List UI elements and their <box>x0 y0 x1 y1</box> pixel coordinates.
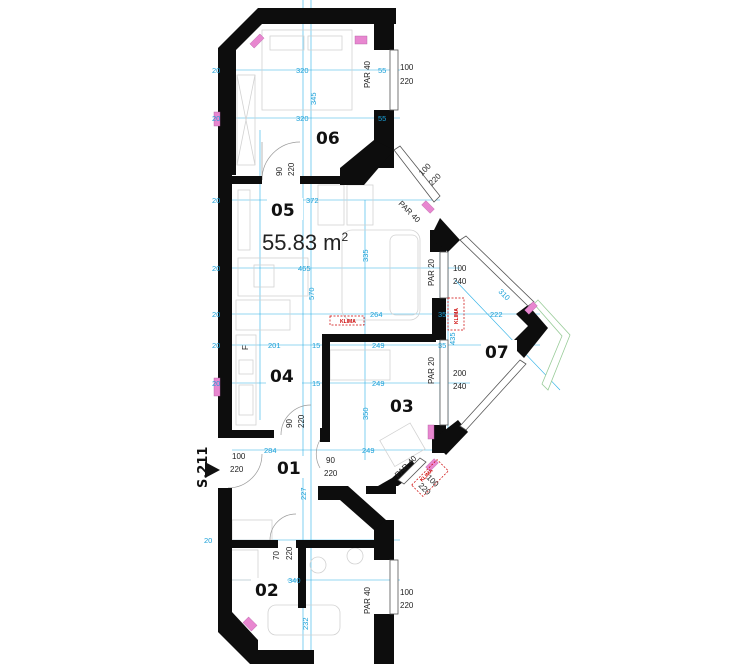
door-width-label: 90 <box>275 167 284 176</box>
dim-label: 350 <box>361 407 370 420</box>
dim-label: 335 <box>361 249 370 262</box>
dim-label: 264 <box>370 310 383 319</box>
room-numbers: 06 05 04 03 07 01 02 <box>251 126 517 601</box>
room-number-06: 06 <box>316 129 340 149</box>
klima-label: KLIMA <box>454 308 460 324</box>
dim-label: 320 <box>296 66 309 75</box>
window-width-label: 100 <box>400 63 414 72</box>
dim-label: 249 <box>362 446 375 455</box>
fixture-label: F <box>241 345 250 350</box>
dim-label: 249 <box>372 379 385 388</box>
door-labels: 90 220 90 220 90 220 100 220 70 220 <box>230 162 338 560</box>
dim-label: 55 <box>378 114 386 123</box>
door-height-label: 220 <box>297 414 306 428</box>
dim-label: 465 <box>298 264 311 273</box>
klima-label: KLIMA <box>340 319 356 325</box>
dim-label: 20 <box>212 114 220 123</box>
dim-label: 435 <box>448 332 457 345</box>
window-par-label: PAR 40 <box>363 60 372 88</box>
window-par-label: PAR 40 <box>397 199 423 225</box>
window-height-label: 220 <box>400 601 414 610</box>
dim-label: 35 <box>438 310 446 319</box>
room-number-05: 05 <box>271 201 295 221</box>
dim-label: 20 <box>212 196 220 205</box>
dim-label: 310 <box>497 287 512 302</box>
door-height-label: 220 <box>287 162 296 176</box>
window-height-label: 240 <box>453 382 467 391</box>
door-height-label: 220 <box>324 469 338 478</box>
dim-label: 232 <box>301 617 310 630</box>
dim-label: 345 <box>309 92 318 105</box>
dim-label: 20 <box>212 341 220 350</box>
dim-label: 320 <box>296 114 309 123</box>
dim-label: 570 <box>307 287 316 300</box>
window-width-label: 100 <box>400 588 414 597</box>
dim-label: 20 <box>212 310 220 319</box>
dim-label: 222 <box>490 310 503 319</box>
dim-label: 372 <box>306 196 319 205</box>
furniture <box>227 29 426 636</box>
dim-label: 227 <box>299 487 308 500</box>
room-number-04: 04 <box>270 367 294 387</box>
dim-label: 35 <box>438 341 446 350</box>
room-number-03: 03 <box>390 397 414 417</box>
room-number-07: 07 <box>485 343 509 363</box>
window-height-label: 240 <box>453 277 467 286</box>
room-number-01: 01 <box>277 459 301 479</box>
window-par-label: PAR 40 <box>363 586 372 614</box>
floor-area: 55.83 m2 <box>262 230 349 255</box>
dim-label: 20 <box>204 536 212 545</box>
dim-label: 20 <box>212 66 220 75</box>
window-width-label: 100 <box>453 264 467 273</box>
door-height-label: 220 <box>285 546 294 560</box>
door-width-label: 90 <box>285 419 294 428</box>
stair-label: S.211 <box>196 447 211 488</box>
entrance-arrow-icon <box>205 462 220 478</box>
door-width-label: 100 <box>232 452 246 461</box>
door-swings <box>227 141 321 541</box>
dim-label: 284 <box>264 446 277 455</box>
walls <box>218 8 548 664</box>
dim-label: 20 <box>212 264 220 273</box>
dim-label: 15 <box>312 341 320 350</box>
dim-label: 201 <box>268 341 281 350</box>
dim-label: 20 <box>212 379 220 388</box>
dimension-labels: 20 320 55 320 20 55 345 20 372 20 465 33… <box>204 66 512 630</box>
dim-label: 249 <box>372 341 385 350</box>
dim-label: 15 <box>312 379 320 388</box>
window-height-label: 220 <box>400 77 414 86</box>
door-width-label: 90 <box>326 456 335 465</box>
dim-label: 55 <box>378 66 386 75</box>
room-number-02: 02 <box>255 581 279 601</box>
window-par-label: PAR 20 <box>427 258 436 286</box>
door-width-label: 70 <box>272 551 281 560</box>
windows <box>389 49 571 615</box>
door-height-label: 220 <box>230 465 244 474</box>
entrance-marker: S.211 <box>196 447 220 488</box>
window-par-label: PAR 20 <box>427 356 436 384</box>
window-width-label: 200 <box>453 369 467 378</box>
dim-label: 340 <box>288 576 301 585</box>
